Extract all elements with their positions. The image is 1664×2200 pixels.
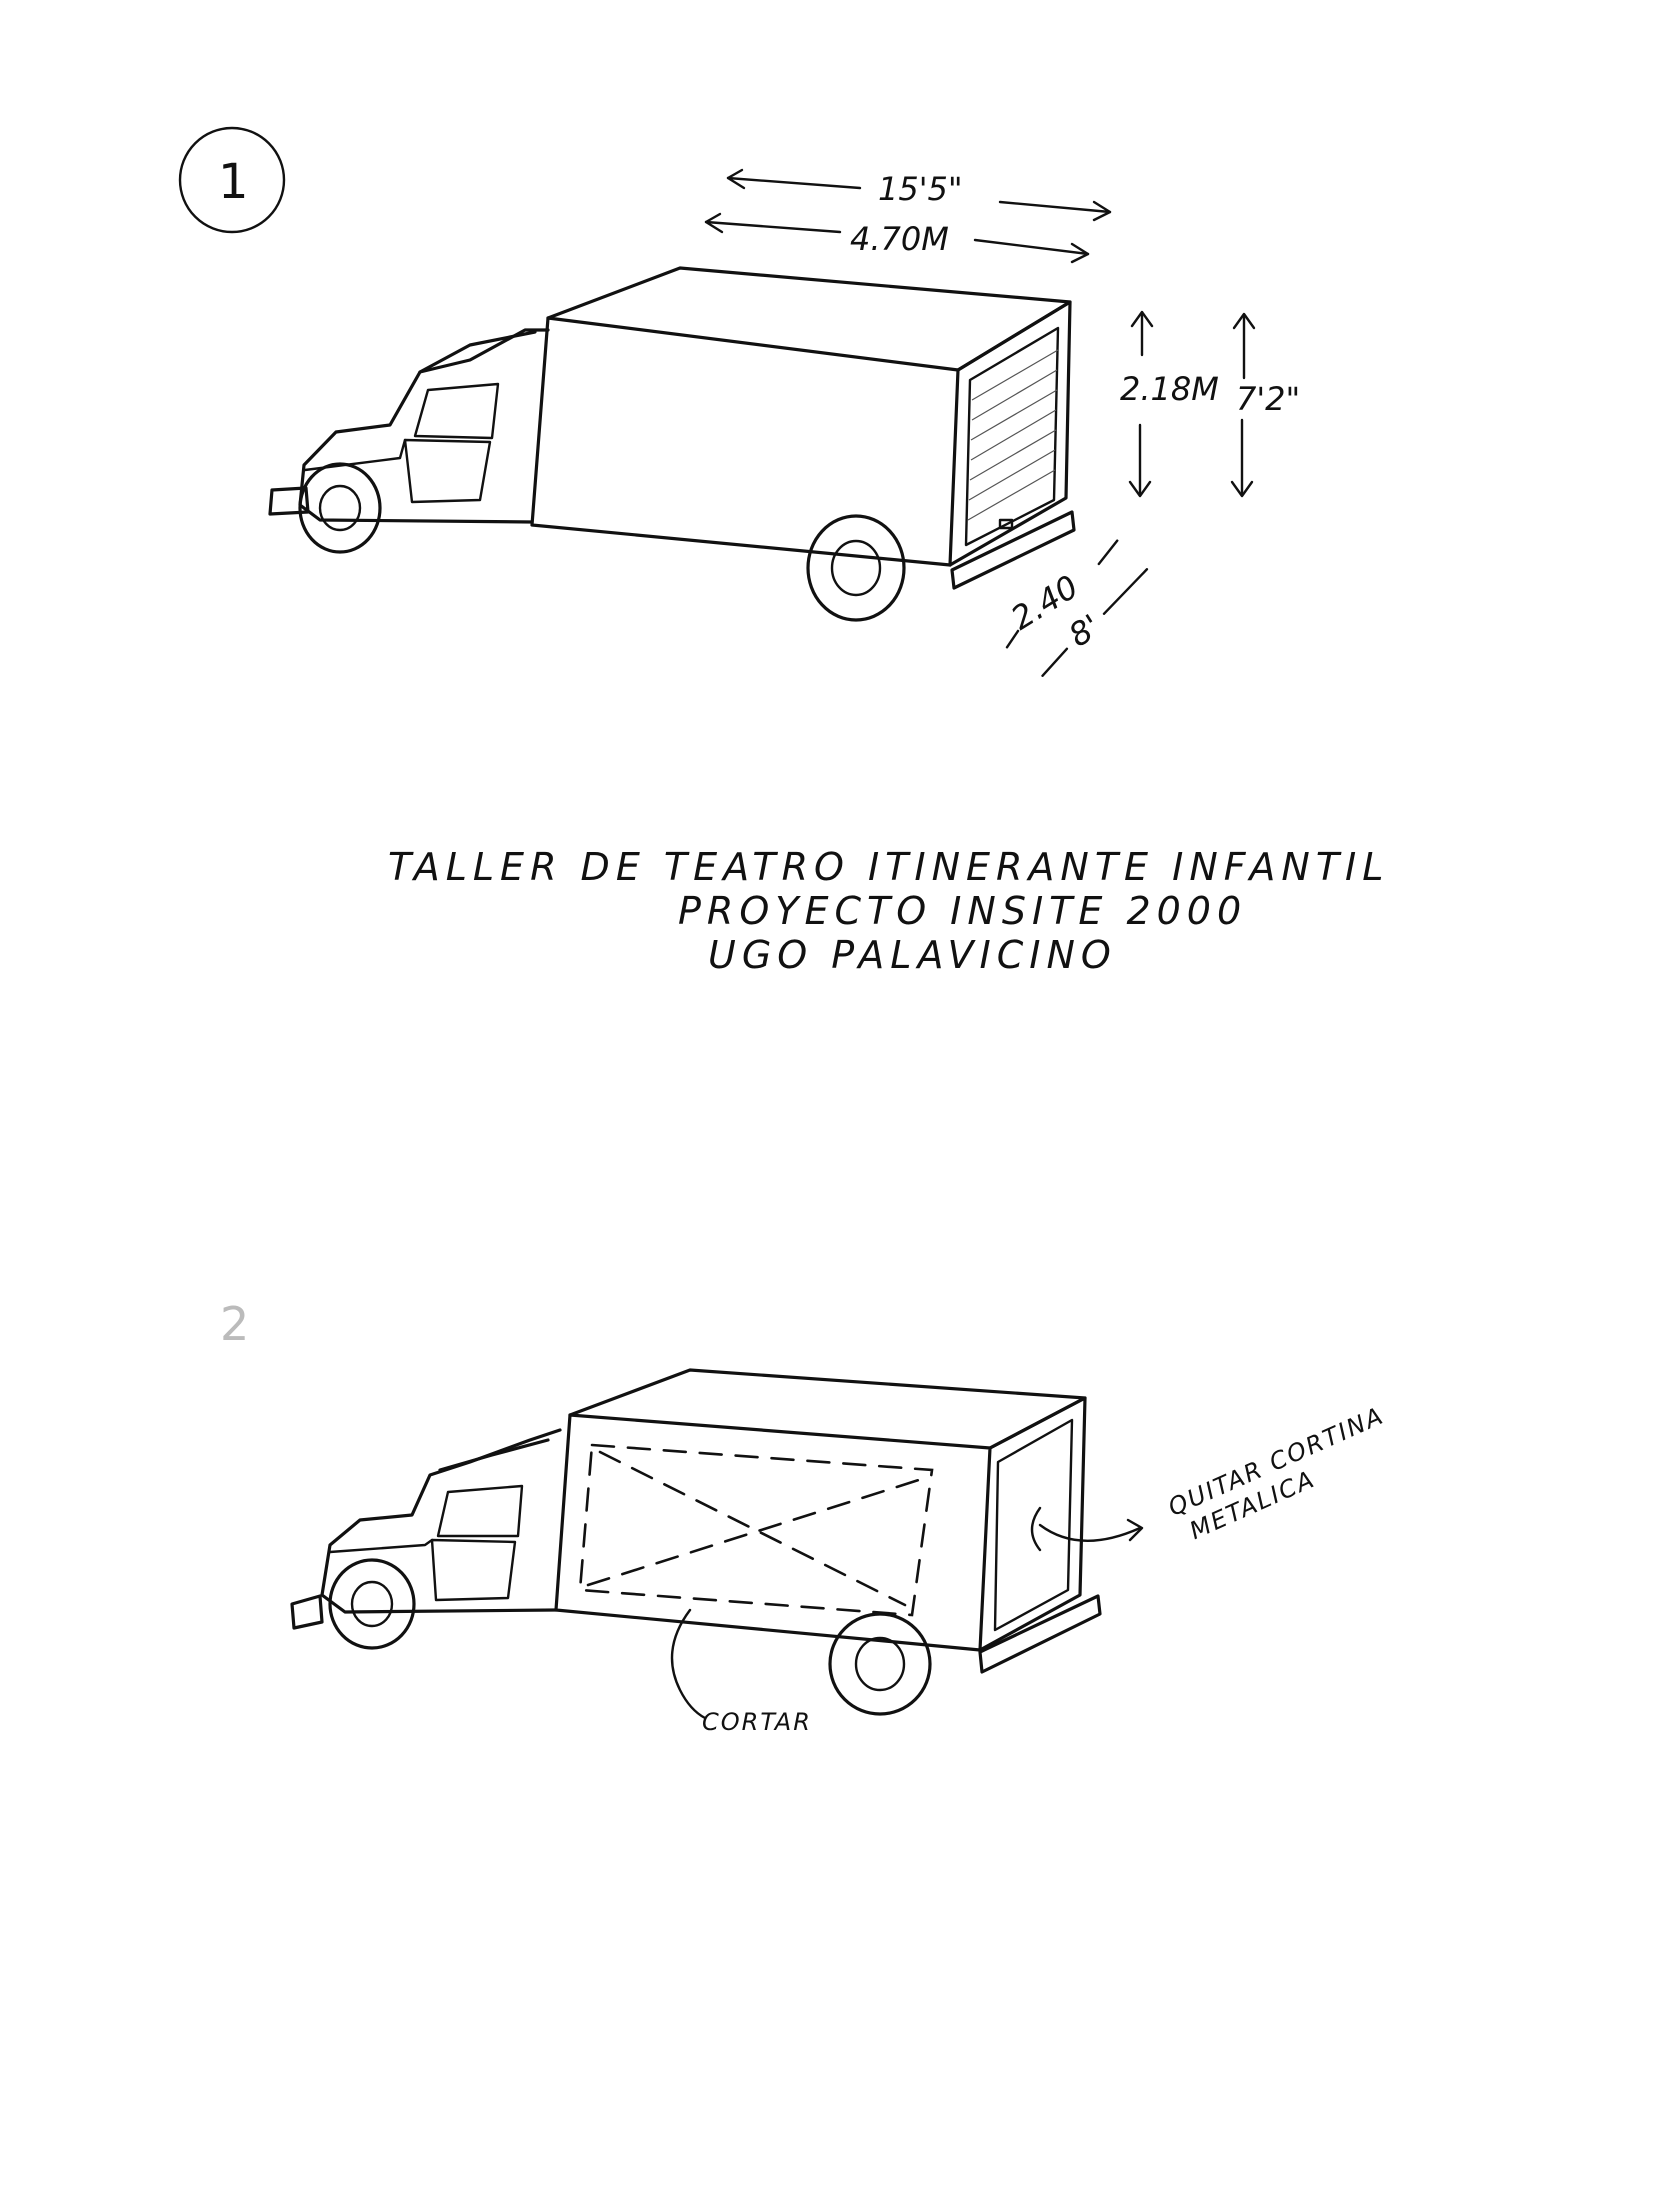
cargo-box-back	[948, 300, 1072, 567]
arrowhead	[1070, 242, 1090, 264]
rear-wheel	[828, 1612, 932, 1716]
rear-roll-door	[964, 326, 1060, 547]
cab-window	[413, 382, 500, 440]
cab-outline	[320, 1428, 562, 1614]
height-imperial-label: 7'2"	[1236, 380, 1300, 418]
caption-line-2: PROYECTO INSITE 2000	[678, 889, 1247, 933]
arrowhead	[1126, 1518, 1144, 1542]
truck-1-drawing	[268, 266, 1076, 622]
arrowhead	[1128, 480, 1152, 498]
rear-bumper	[978, 1594, 1102, 1674]
front-bumper	[268, 486, 310, 516]
figure-1: 1	[178, 126, 1300, 677]
front-wheel	[298, 462, 382, 554]
note-cut-text: CORTAR	[702, 1708, 812, 1736]
cab-door	[430, 1538, 517, 1602]
height-metric-arrow-line	[1138, 312, 1144, 497]
length-dimension: 15'5" 4.70M	[704, 168, 1112, 264]
cargo-box-side	[530, 316, 960, 567]
rear-wheel	[806, 514, 906, 622]
cargo-box-side	[554, 1413, 992, 1652]
cut-diagonal-2	[586, 1476, 927, 1587]
width-imperial-label: 8'	[1062, 607, 1107, 655]
rear-opening	[993, 1418, 1074, 1632]
rear-opening-mark	[1030, 1506, 1042, 1552]
front-wheel	[328, 1558, 416, 1650]
annotation-cut: CORTAR	[670, 1608, 812, 1736]
cab-roof	[438, 1438, 550, 1472]
figure-1-number: 1	[178, 126, 286, 234]
door-handle	[998, 518, 1014, 530]
caption-line-1: TALLER DE TEATRO ITINERANTE INFANTIL	[388, 845, 1389, 889]
width-dimension: 2.40 8'	[1004, 539, 1149, 677]
length-imperial-arrow-line	[726, 176, 1112, 214]
height-dimension: 2.18M 7'2"	[1120, 310, 1300, 498]
arrowhead	[704, 212, 724, 234]
hood-line	[328, 1538, 434, 1554]
arrowhead	[1230, 480, 1254, 498]
cargo-box-roof	[546, 266, 1072, 372]
figure-2: 2	[220, 1297, 1388, 1736]
hood-line	[303, 438, 407, 472]
height-imperial-arrow-line	[1240, 314, 1246, 497]
cab-roof	[418, 330, 537, 374]
cut-outline	[578, 1443, 934, 1617]
cab-door	[403, 438, 492, 504]
width-imperial-arrow-line	[1041, 568, 1149, 677]
figure-1-number-text: 1	[218, 154, 249, 210]
rear-roll-door-slats	[967, 349, 1059, 521]
cargo-box-back	[978, 1396, 1087, 1652]
arrowhead	[726, 168, 746, 190]
length-imperial-label: 15'5"	[878, 170, 963, 208]
front-bumper	[290, 1594, 324, 1630]
caption-block: TALLER DE TEATRO ITINERANTE INFANTIL PRO…	[388, 845, 1389, 977]
cab-window	[436, 1484, 524, 1538]
caption-line-3: UGO PALAVICINO	[708, 933, 1117, 977]
arrowhead	[1232, 312, 1256, 330]
cut-leader-line	[670, 1608, 707, 1720]
annotation-remove-curtain: QUITAR CORTINA METALICA	[1038, 1401, 1388, 1545]
truck-2-drawing	[290, 1368, 1102, 1716]
cut-diagonal-1	[598, 1450, 907, 1607]
length-metric-arrow-line	[704, 220, 1090, 256]
height-metric-label: 2.18M	[1120, 370, 1219, 408]
curtain-leader-line	[1038, 1523, 1142, 1542]
figure-2-number-text: 2	[220, 1297, 249, 1351]
width-metric-arrow-line	[1005, 539, 1119, 649]
rear-bumper	[950, 510, 1076, 590]
cab-outline	[298, 328, 550, 524]
arrowhead	[1130, 310, 1154, 328]
length-metric-label: 4.70M	[850, 220, 949, 258]
arrowhead	[1092, 200, 1112, 222]
